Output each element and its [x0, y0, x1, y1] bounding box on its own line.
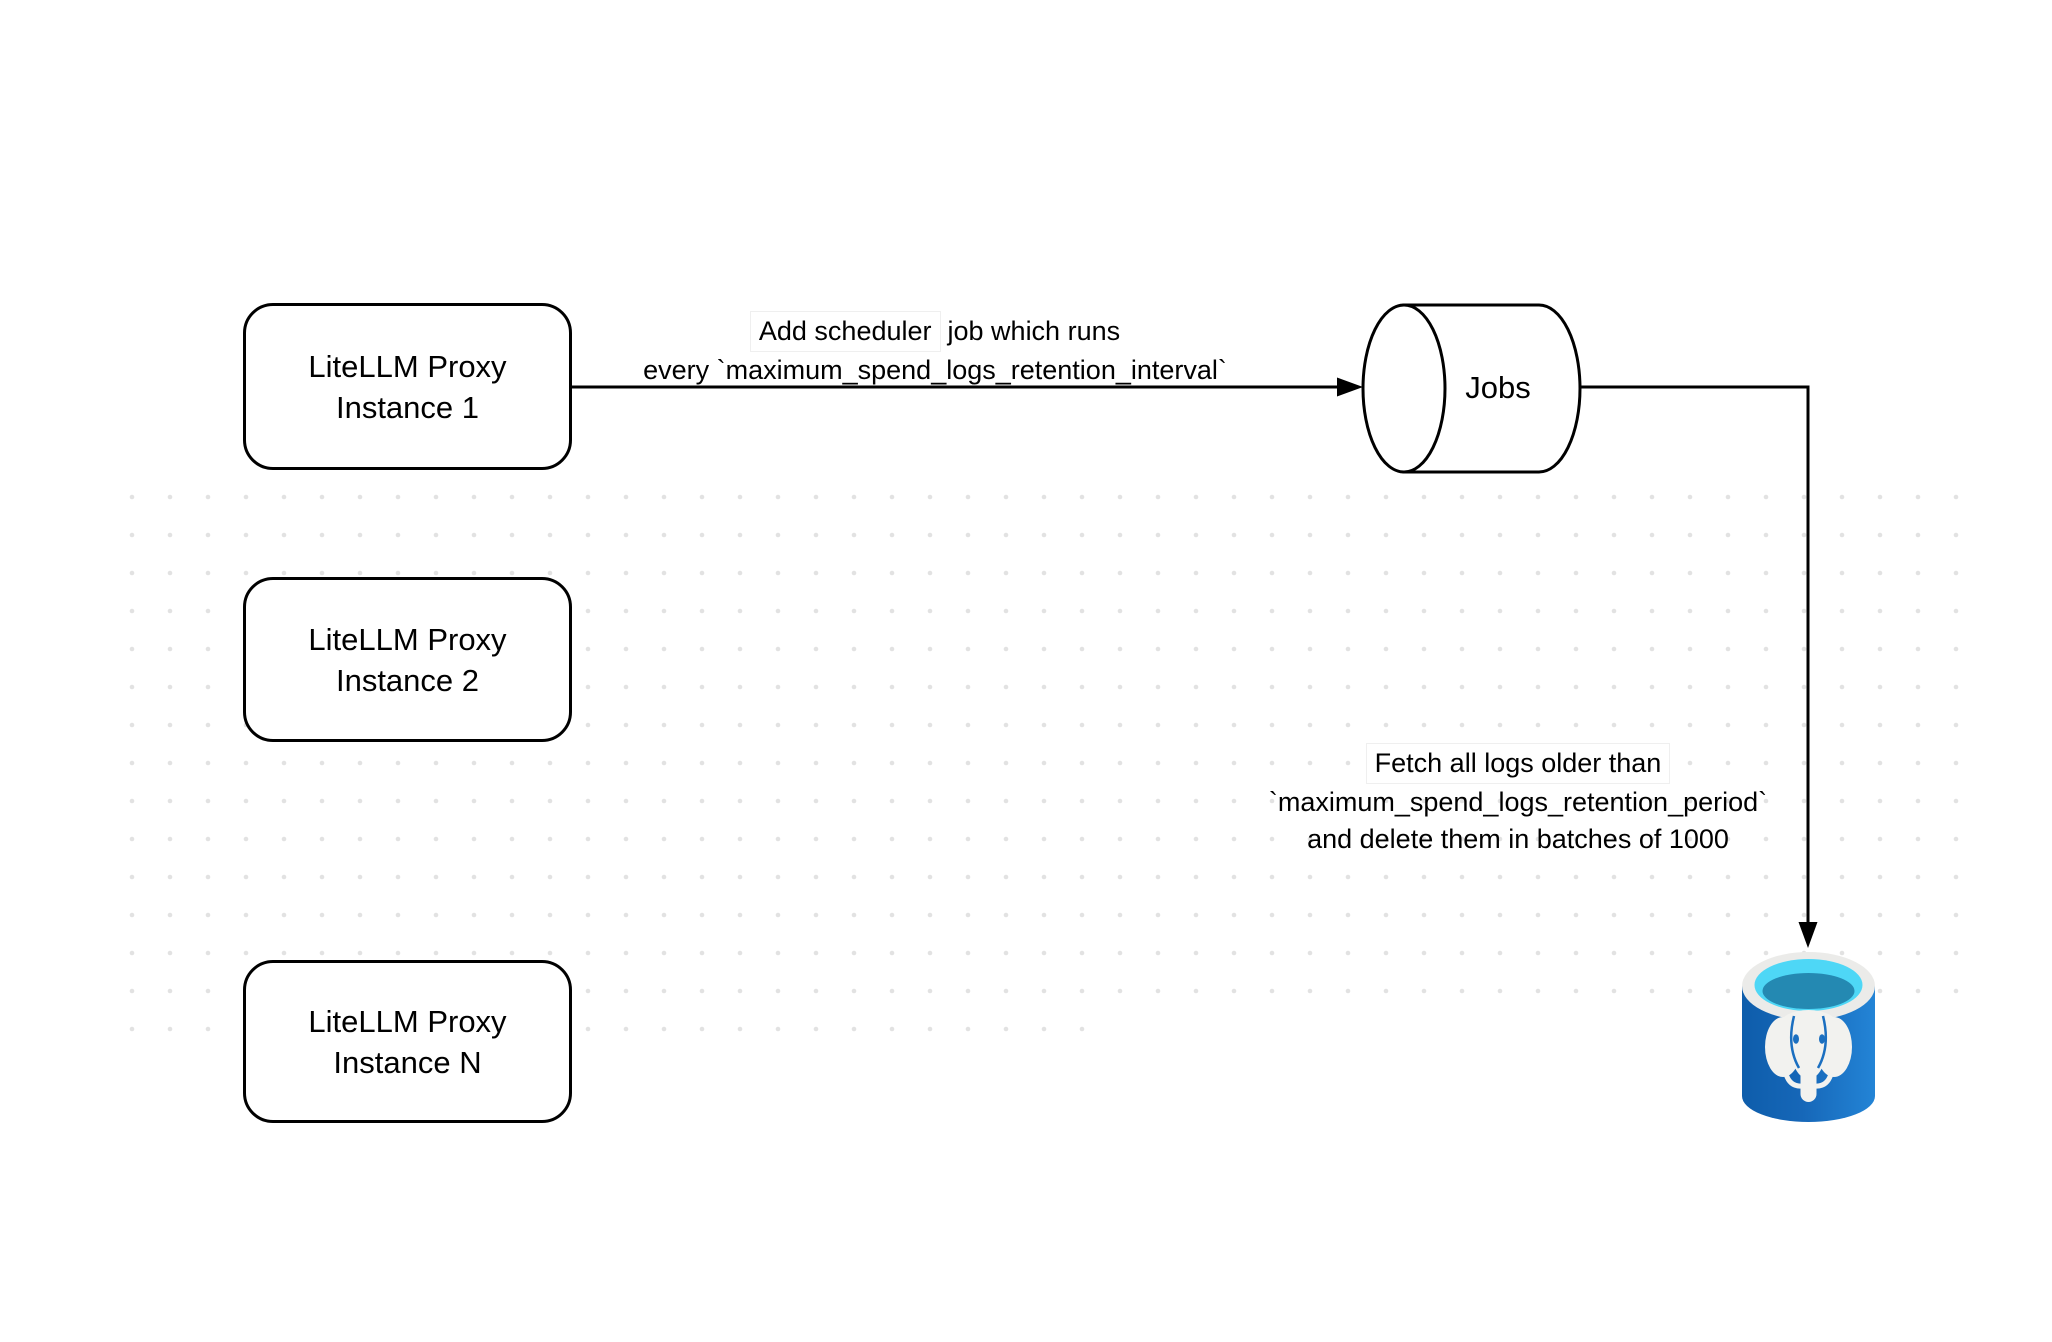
- node-label-line: LiteLLM Proxy: [308, 348, 507, 384]
- jobs-cylinder-body: [1402, 303, 1582, 474]
- node-litellm-proxy-instance-n: LiteLLM Proxy Instance N: [243, 960, 572, 1123]
- jobs-node-label: Jobs: [1465, 370, 1531, 405]
- jobs-cylinder-cap: [1361, 303, 1447, 474]
- node-label-line: Instance 2: [335, 662, 480, 698]
- node-label-line: LiteLLM Proxy: [308, 621, 507, 657]
- elephant-left-tusk: [1783, 1071, 1805, 1089]
- elephant-face: [1790, 1013, 1827, 1079]
- elephant-left-crease: [1790, 1015, 1801, 1069]
- cleanup-arrowhead: [1798, 922, 1818, 948]
- scheduler-arrowhead: [1337, 377, 1363, 397]
- cleanup-edge-label-line2: `maximum_spend_logs_retention_period`: [1268, 787, 1768, 817]
- cleanup-edge-label-boxed-text: Fetch all logs older than: [1365, 743, 1671, 784]
- node-litellm-proxy-instance-2: LiteLLM Proxy Instance 2: [243, 577, 572, 742]
- postgres-water-deep: [1762, 973, 1855, 1009]
- jobs-cylinder-shape: [1361, 303, 1582, 474]
- cleanup-edge-label-line1: Fetch all logs older than: [1168, 743, 1868, 784]
- node-label-line: LiteLLM Proxy: [308, 1003, 507, 1039]
- scheduler-arrow: [572, 377, 1363, 397]
- node-label-line: Instance 1: [335, 389, 480, 425]
- node-label-line: Instance N: [333, 1044, 482, 1080]
- cleanup-arrow: [1580, 385, 1818, 948]
- cleanup-edge-label-line3: and delete them in batches of 1000: [1307, 824, 1729, 854]
- elephant-right-eye: [1819, 1034, 1825, 1044]
- cleanup-edge-label: Fetch all logs older than `maximum_spend…: [1168, 743, 1868, 858]
- postgres-elephant-icon: [1765, 1010, 1852, 1102]
- elephant-trunk: [1800, 1062, 1817, 1102]
- cleanup-arrow-line: [1580, 385, 1810, 922]
- node-litellm-proxy-instance-1: LiteLLM Proxy Instance 1: [243, 303, 572, 470]
- scheduler-edge-label-boxed-text: Add scheduler: [749, 311, 941, 352]
- postgresql-database-icon: [1742, 952, 1875, 1122]
- elephant-right-crease: [1816, 1015, 1827, 1069]
- elephant-right-tusk: [1812, 1071, 1834, 1089]
- elephant-left-eye: [1793, 1034, 1799, 1044]
- scheduler-edge-label-line2: every `maximum_spend_logs_retention_inte…: [643, 355, 1227, 385]
- scheduler-edge-label-line1-rest: job which runs: [947, 316, 1121, 346]
